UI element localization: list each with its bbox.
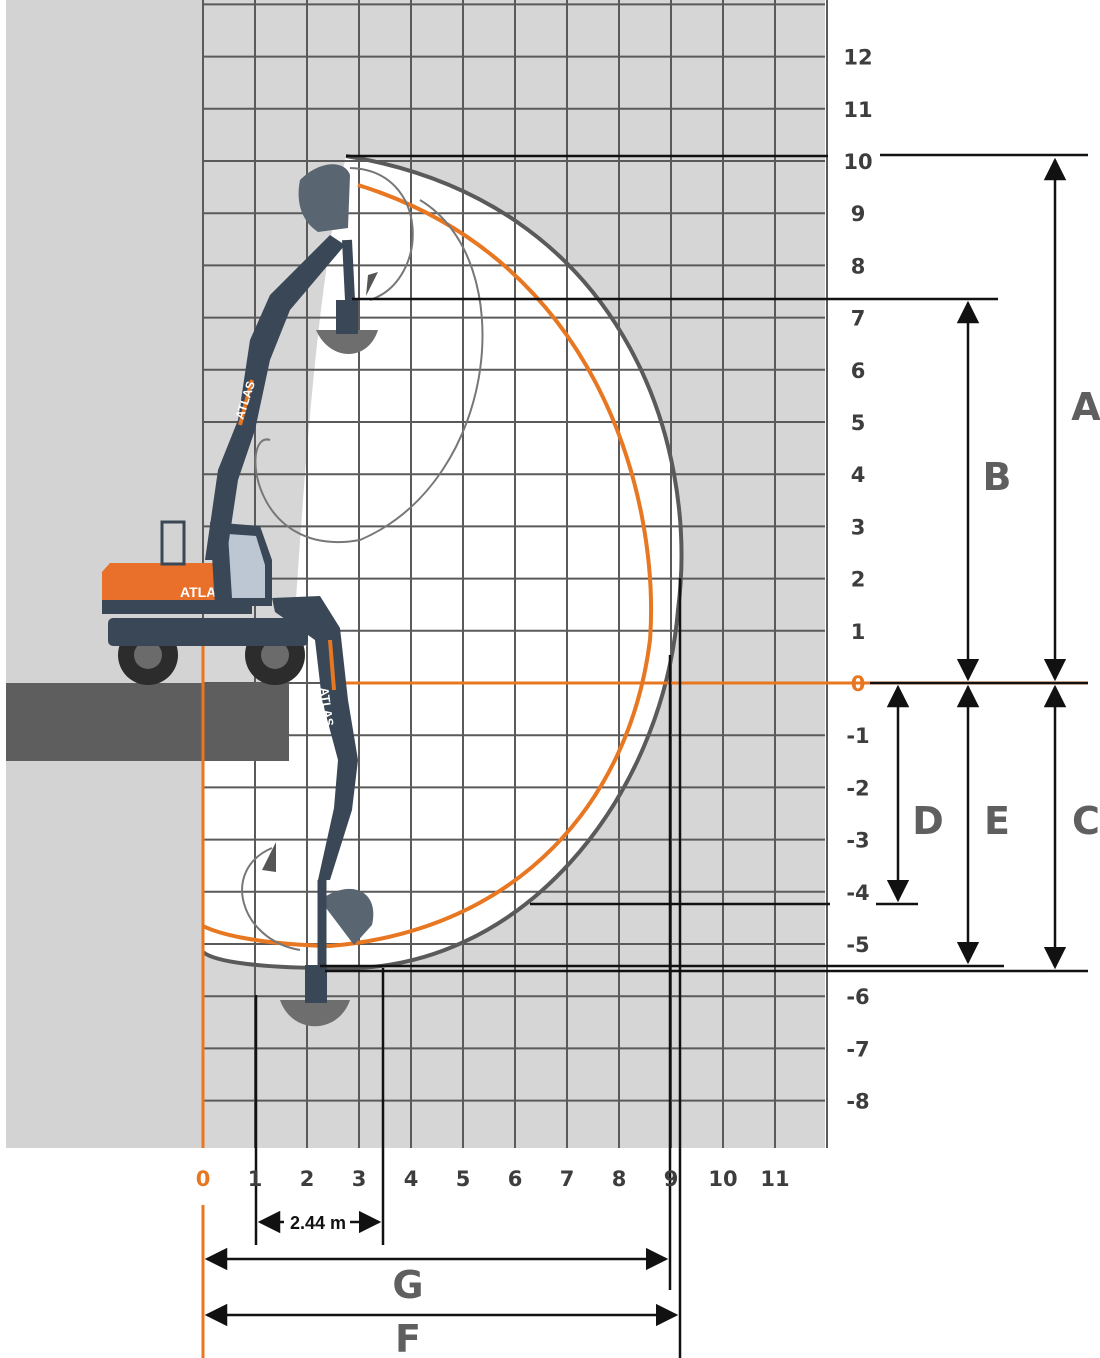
- dimension-f-label: F: [395, 1317, 421, 1358]
- lower-grab: [262, 842, 374, 1027]
- y-tick-label: -1: [846, 724, 869, 748]
- dimension-e-label: E: [984, 799, 1010, 843]
- dimension-b-label: B: [983, 455, 1012, 499]
- svg-text:ATLAS: ATLAS: [317, 686, 336, 727]
- dimension-c-label: C: [1072, 799, 1100, 843]
- x-axis-ticks: 0 1 2 3 4 5 6 7 8 9 10 11: [196, 1167, 790, 1191]
- y-tick-label: -5: [846, 933, 869, 957]
- dimension-d-label: D: [912, 799, 944, 843]
- x-tick-label: 2: [300, 1167, 315, 1191]
- x-tick-label: 9: [664, 1167, 679, 1191]
- lower-boom: [272, 596, 358, 880]
- y-tick-label: 7: [851, 307, 866, 331]
- x-tick-label: 10: [708, 1167, 737, 1191]
- y-tick-label: -2: [846, 776, 869, 800]
- upper-body: [102, 563, 240, 612]
- ground-block: [6, 683, 289, 761]
- y-tick-label: 6: [851, 359, 866, 383]
- y-tick-label: -8: [846, 1090, 869, 1114]
- x-tick-label: 11: [760, 1167, 789, 1191]
- x-tick-label: 4: [404, 1167, 419, 1191]
- y-tick-label: -7: [846, 1037, 869, 1061]
- y-tick-label: 10: [843, 150, 872, 174]
- dimension-g-label: G: [392, 1263, 423, 1307]
- dimension-lines: [204, 153, 1088, 1358]
- x-tick-label: 8: [612, 1167, 627, 1191]
- y-tick-label: 1: [851, 620, 866, 644]
- y-tick-label: 8: [851, 254, 866, 278]
- x-tick-label: 0: [196, 1167, 211, 1191]
- excavator: ATLAS ATLAS ATLAS: [102, 164, 378, 1027]
- y-tick-label: 3: [851, 515, 866, 539]
- y-tick-label: 4: [851, 463, 866, 487]
- reach-curve: [202, 183, 654, 949]
- upper-swing-arc: [254, 167, 484, 544]
- working-envelope-area: [203, 156, 682, 969]
- x-tick-label: 6: [508, 1167, 523, 1191]
- x-tick-label: 7: [560, 1167, 575, 1191]
- y-tick-label: 11: [843, 98, 872, 122]
- x-tick-label: 5: [456, 1167, 471, 1191]
- upper-boom: [205, 235, 345, 560]
- y-tick-label: 5: [851, 411, 866, 435]
- dimension-a-label: A: [1071, 385, 1100, 429]
- y-tick-label: 9: [851, 202, 866, 226]
- measurement-label: 2.44 m: [290, 1213, 346, 1233]
- y-tick-label: 12: [843, 46, 872, 70]
- x-tick-label: 3: [352, 1167, 367, 1191]
- y-tick-label: 0: [851, 672, 866, 696]
- y-tick-label: -3: [846, 829, 869, 853]
- upper-grab: [298, 164, 378, 354]
- x-tick-label: 1: [248, 1167, 263, 1191]
- y-tick-label: 2: [851, 568, 866, 592]
- y-tick-label: -6: [846, 985, 869, 1009]
- chassis: [108, 618, 308, 646]
- y-tick-label: -4: [846, 881, 869, 905]
- lower-swing-arc: [241, 847, 301, 951]
